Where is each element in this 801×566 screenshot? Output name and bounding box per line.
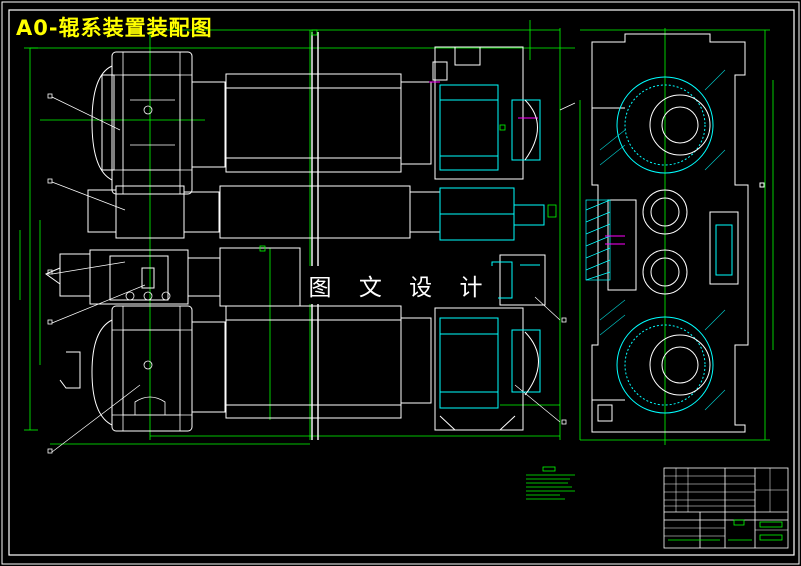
- left-assembly-view: [19, 20, 576, 454]
- right-section-view: [579, 28, 774, 445]
- technical-notes-block: [526, 466, 575, 500]
- inner-frame: [8, 9, 795, 556]
- watermark-text: 图 文 设 计: [303, 266, 498, 304]
- drawing-title: A0-辊系装置装配图: [16, 16, 213, 40]
- title-block: [663, 467, 789, 549]
